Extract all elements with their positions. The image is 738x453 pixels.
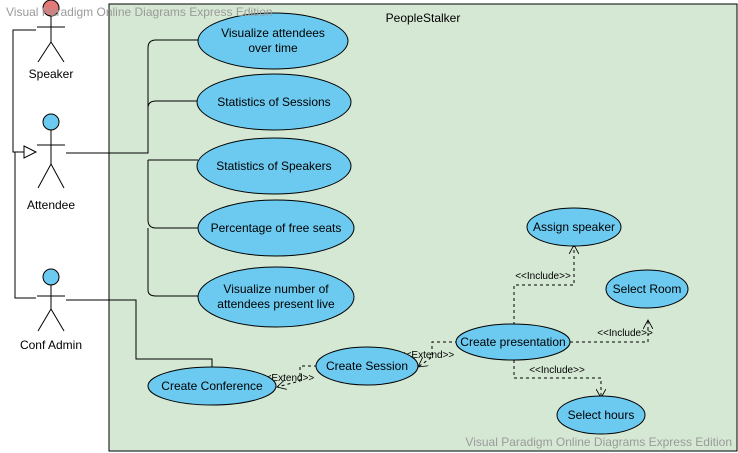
generalization-arrowhead bbox=[23, 145, 38, 159]
use-case-statistics-sessions[interactable]: Statistics of Sessions bbox=[196, 73, 352, 131]
include-label-room: <<Include>> bbox=[597, 328, 653, 339]
use-case-label: Visualize attendees bbox=[221, 26, 325, 40]
include-label-hours: <<Include>> bbox=[529, 365, 585, 376]
extend-presentation-session-line bbox=[418, 341, 458, 367]
use-case-create-presentation[interactable]: Create presentation bbox=[455, 323, 571, 361]
use-case-visualize-live[interactable]: Visualize number of attendees present li… bbox=[197, 266, 355, 328]
use-case-label: Create Session bbox=[326, 359, 408, 373]
use-case-select-hours[interactable]: Select hours bbox=[556, 395, 646, 435]
generalization-speaker-attendee bbox=[12, 29, 36, 153]
actor-attendee[interactable] bbox=[37, 113, 65, 189]
include-room-line bbox=[570, 320, 648, 343]
use-case-create-session[interactable]: Create Session bbox=[315, 346, 419, 386]
include-label-assign: <<Include>> bbox=[515, 271, 571, 282]
use-case-label: Percentage of free seats bbox=[211, 221, 342, 235]
actor-conf-admin[interactable] bbox=[37, 268, 65, 332]
use-case-label: Visualize number of bbox=[223, 282, 329, 296]
watermark-bottom: Visual Paradigm Online Diagrams Express … bbox=[465, 435, 732, 449]
use-case-percentage-free-seats[interactable]: Percentage of free seats bbox=[197, 199, 355, 257]
use-case-statistics-speakers[interactable]: Statistics of Speakers bbox=[196, 137, 352, 195]
system-name: PeopleStalker bbox=[386, 11, 461, 25]
use-case-label: Select hours bbox=[568, 408, 635, 422]
use-case-label: Create Conference bbox=[161, 379, 263, 393]
actor-head bbox=[42, 268, 60, 286]
dashed-relations bbox=[277, 245, 648, 398]
use-case-label: Statistics of Speakers bbox=[216, 159, 331, 173]
actor-conf-admin-label: Conf Admin bbox=[20, 338, 82, 352]
include-assign-line bbox=[513, 245, 574, 325]
use-case-label: Create presentation bbox=[460, 335, 565, 349]
actor-speaker[interactable] bbox=[37, 0, 65, 63]
extend-label-presentation: <<Extend>> bbox=[400, 350, 455, 361]
use-case-label: attendees present live bbox=[217, 297, 335, 311]
generalization-confadmin-attendee bbox=[14, 151, 36, 299]
extend-label-session: <<Extend>> bbox=[260, 373, 315, 384]
use-case-label: Statistics of Sessions bbox=[217, 95, 330, 109]
use-case-label: Assign speaker bbox=[533, 220, 615, 234]
actor-attendee-label: Attendee bbox=[27, 198, 75, 212]
use-case-visualize-attendees[interactable]: Visualize attendees over time bbox=[197, 12, 349, 70]
use-case-label: Select Room bbox=[613, 282, 682, 296]
extend-session-conference-line bbox=[277, 365, 317, 387]
actor-speaker-label: Speaker bbox=[29, 67, 74, 81]
actor-connectors bbox=[12, 29, 36, 299]
use-case-label: over time bbox=[248, 41, 298, 55]
watermark-top: Visual Paradigm Online Diagrams Express … bbox=[6, 5, 273, 19]
use-case-create-conference[interactable]: Create Conference bbox=[147, 366, 277, 406]
actor-head bbox=[42, 113, 60, 131]
association-confadmin-conference bbox=[66, 299, 213, 370]
use-case-assign-speaker[interactable]: Assign speaker bbox=[526, 207, 622, 247]
attendee-associations bbox=[66, 39, 198, 297]
use-case-select-room[interactable]: Select Room bbox=[605, 269, 689, 309]
include-hours-line bbox=[513, 360, 601, 398]
